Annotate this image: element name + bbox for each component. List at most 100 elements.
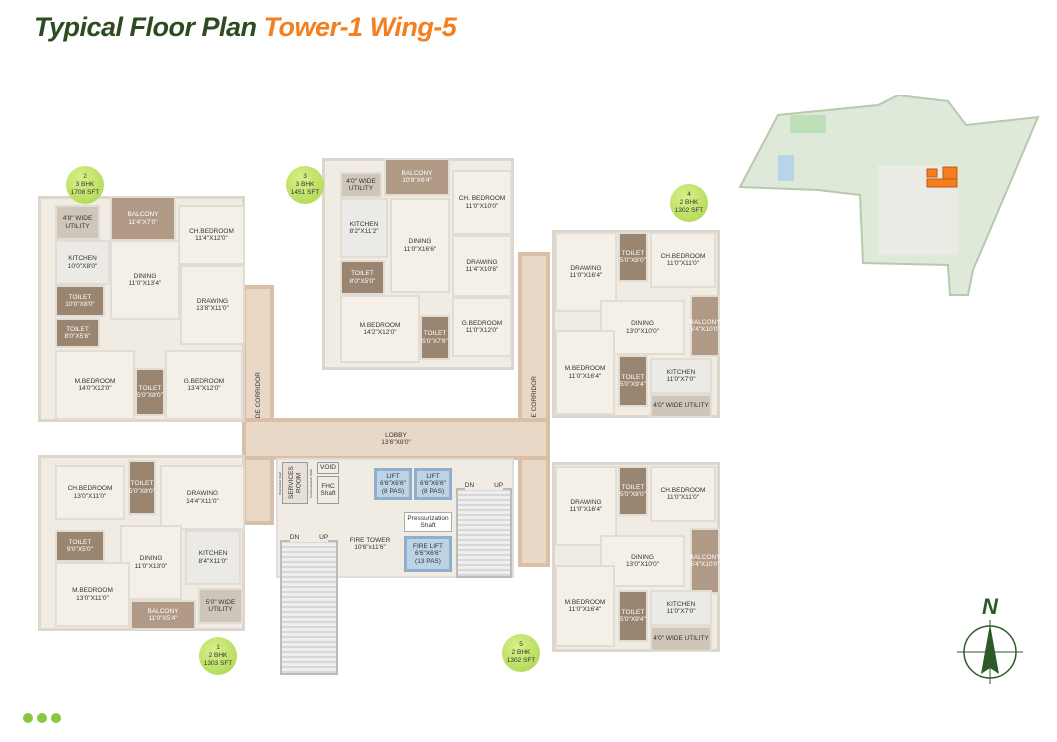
- room-name: 5'0" WIDE UTILITY: [205, 598, 236, 614]
- room-dimension: 10'8"X6'4": [402, 177, 432, 184]
- void-label: VOID: [320, 464, 336, 472]
- room-dimension: 13'0"X10'0": [625, 327, 660, 335]
- unit-area: 1708 SFT: [70, 189, 100, 196]
- room-dimension: 11'0"X11'0": [666, 494, 700, 501]
- room-name: BALCONY: [689, 318, 721, 326]
- room-name: TOILET: [138, 384, 162, 392]
- room-name: TOILET: [68, 538, 92, 546]
- room-dimension: 8'4"X11'0": [198, 557, 228, 565]
- page-title: Typical Floor Plan Tower-1 Wing-5: [34, 12, 457, 43]
- room-name: M.BEDROOM: [74, 377, 116, 385]
- room-name: DINING: [139, 555, 163, 562]
- room-name: KITCHEN: [68, 255, 97, 262]
- unit-type: 2 BHK: [208, 652, 228, 659]
- room-dimension: 5'0"X8'0": [129, 487, 155, 495]
- site-keyplan: [738, 95, 1040, 296]
- unit-number: 2: [83, 173, 87, 180]
- pager-dot-2[interactable]: [37, 713, 47, 723]
- lift-2-capacity: (8 PAS): [421, 487, 445, 495]
- room-dimension: 11'0"X5'4": [148, 615, 178, 622]
- room-name: DRAWING: [196, 297, 229, 305]
- room-name: DRAWING: [466, 258, 498, 266]
- lift-1-dim: 6'6"X6'6": [380, 480, 406, 488]
- corridor-right: 6'6" WIDE CORRIDOR: [518, 252, 550, 567]
- room-dimension: 11'0"X16'4": [569, 506, 603, 513]
- room-name: BALCONY: [689, 553, 721, 561]
- room-name: TOILET: [423, 330, 447, 337]
- lift-2-label: LIFT: [426, 472, 440, 480]
- room-name: M.BEDROOM: [359, 321, 401, 329]
- room-name: TOILET: [351, 270, 374, 277]
- north-label: N: [982, 594, 999, 619]
- lift-1-label: LIFT: [386, 472, 400, 480]
- stair-up-label: UP: [494, 482, 504, 489]
- services-room: SERVICES ROOM: [282, 462, 308, 504]
- room-dimension: 8'0"X5'0": [349, 277, 376, 285]
- room-name: M.BEDROOM: [564, 598, 606, 606]
- room-dimension: 11'0"X11'0": [666, 260, 700, 267]
- room-dimension: 11'0"X12'0": [465, 327, 499, 334]
- room-name: KITCHEN: [349, 220, 379, 228]
- room-name: M.BEDROOM: [564, 365, 606, 372]
- room-wide-utility: 4'0" WIDE UTILITY: [340, 172, 382, 198]
- room-name: 4'0" WIDE UTILITY: [346, 177, 376, 193]
- room-dimension: 13'4"X12'0": [187, 385, 221, 392]
- room-name: BALCONY: [127, 211, 159, 218]
- distribution-shaft: Distribution Shaft: [278, 462, 283, 504]
- lobby-dim: 13'6"X8'0": [381, 439, 411, 446]
- unit-number: 4: [687, 191, 691, 198]
- pager-dot-1[interactable]: [23, 713, 33, 723]
- stair-up-label: UP: [319, 534, 329, 541]
- room-dimension: 14'4"X11'0": [186, 497, 219, 505]
- room-name: CH.BEDROOM: [660, 486, 706, 494]
- room-dimension: 5'4"X10'0": [690, 326, 720, 333]
- room-name: DINING: [133, 272, 157, 280]
- room-dimension: 5'0"X8'0": [137, 392, 163, 399]
- room-dimension: 11'0"X7'0": [666, 608, 696, 615]
- room-dimension: 11'0"X7'0": [666, 376, 696, 383]
- fire-lift-capacity: (13 PAS): [415, 557, 441, 565]
- room-dimension: 13'0"X11'0": [73, 492, 107, 500]
- room-dimension: 5'0"X8'0": [620, 491, 646, 498]
- pressurization-shaft: Pressurization Shaft: [404, 512, 452, 532]
- lift-2-dim: 6'6"X6'6": [420, 480, 446, 488]
- room-name: G.BEDROOM: [461, 319, 503, 327]
- fhc-shaft: FHC Shaft: [317, 476, 339, 504]
- pager-dot-3[interactable]: [51, 713, 61, 723]
- unit-type: 3 BHK: [295, 181, 315, 188]
- room-dimension: 11'4"X12'0": [195, 235, 228, 242]
- room-dimension: 10'0"X8'0": [65, 301, 95, 308]
- room-dimension: 11'4"X10'6": [465, 266, 499, 273]
- pool: [778, 155, 794, 181]
- unit-type: 2 BHK: [679, 199, 699, 206]
- sports-field: [790, 115, 826, 133]
- fire-tower-dim: 10'6"x11'6": [354, 544, 386, 551]
- room-name: KITCHEN: [198, 550, 228, 557]
- title-tower-wing: Tower-1 Wing-5: [263, 12, 457, 42]
- communication-shaft-label: Communication Shaft: [308, 468, 313, 498]
- room-dimension: 11'0"X13'4": [128, 280, 162, 287]
- room-name: DINING: [631, 320, 654, 327]
